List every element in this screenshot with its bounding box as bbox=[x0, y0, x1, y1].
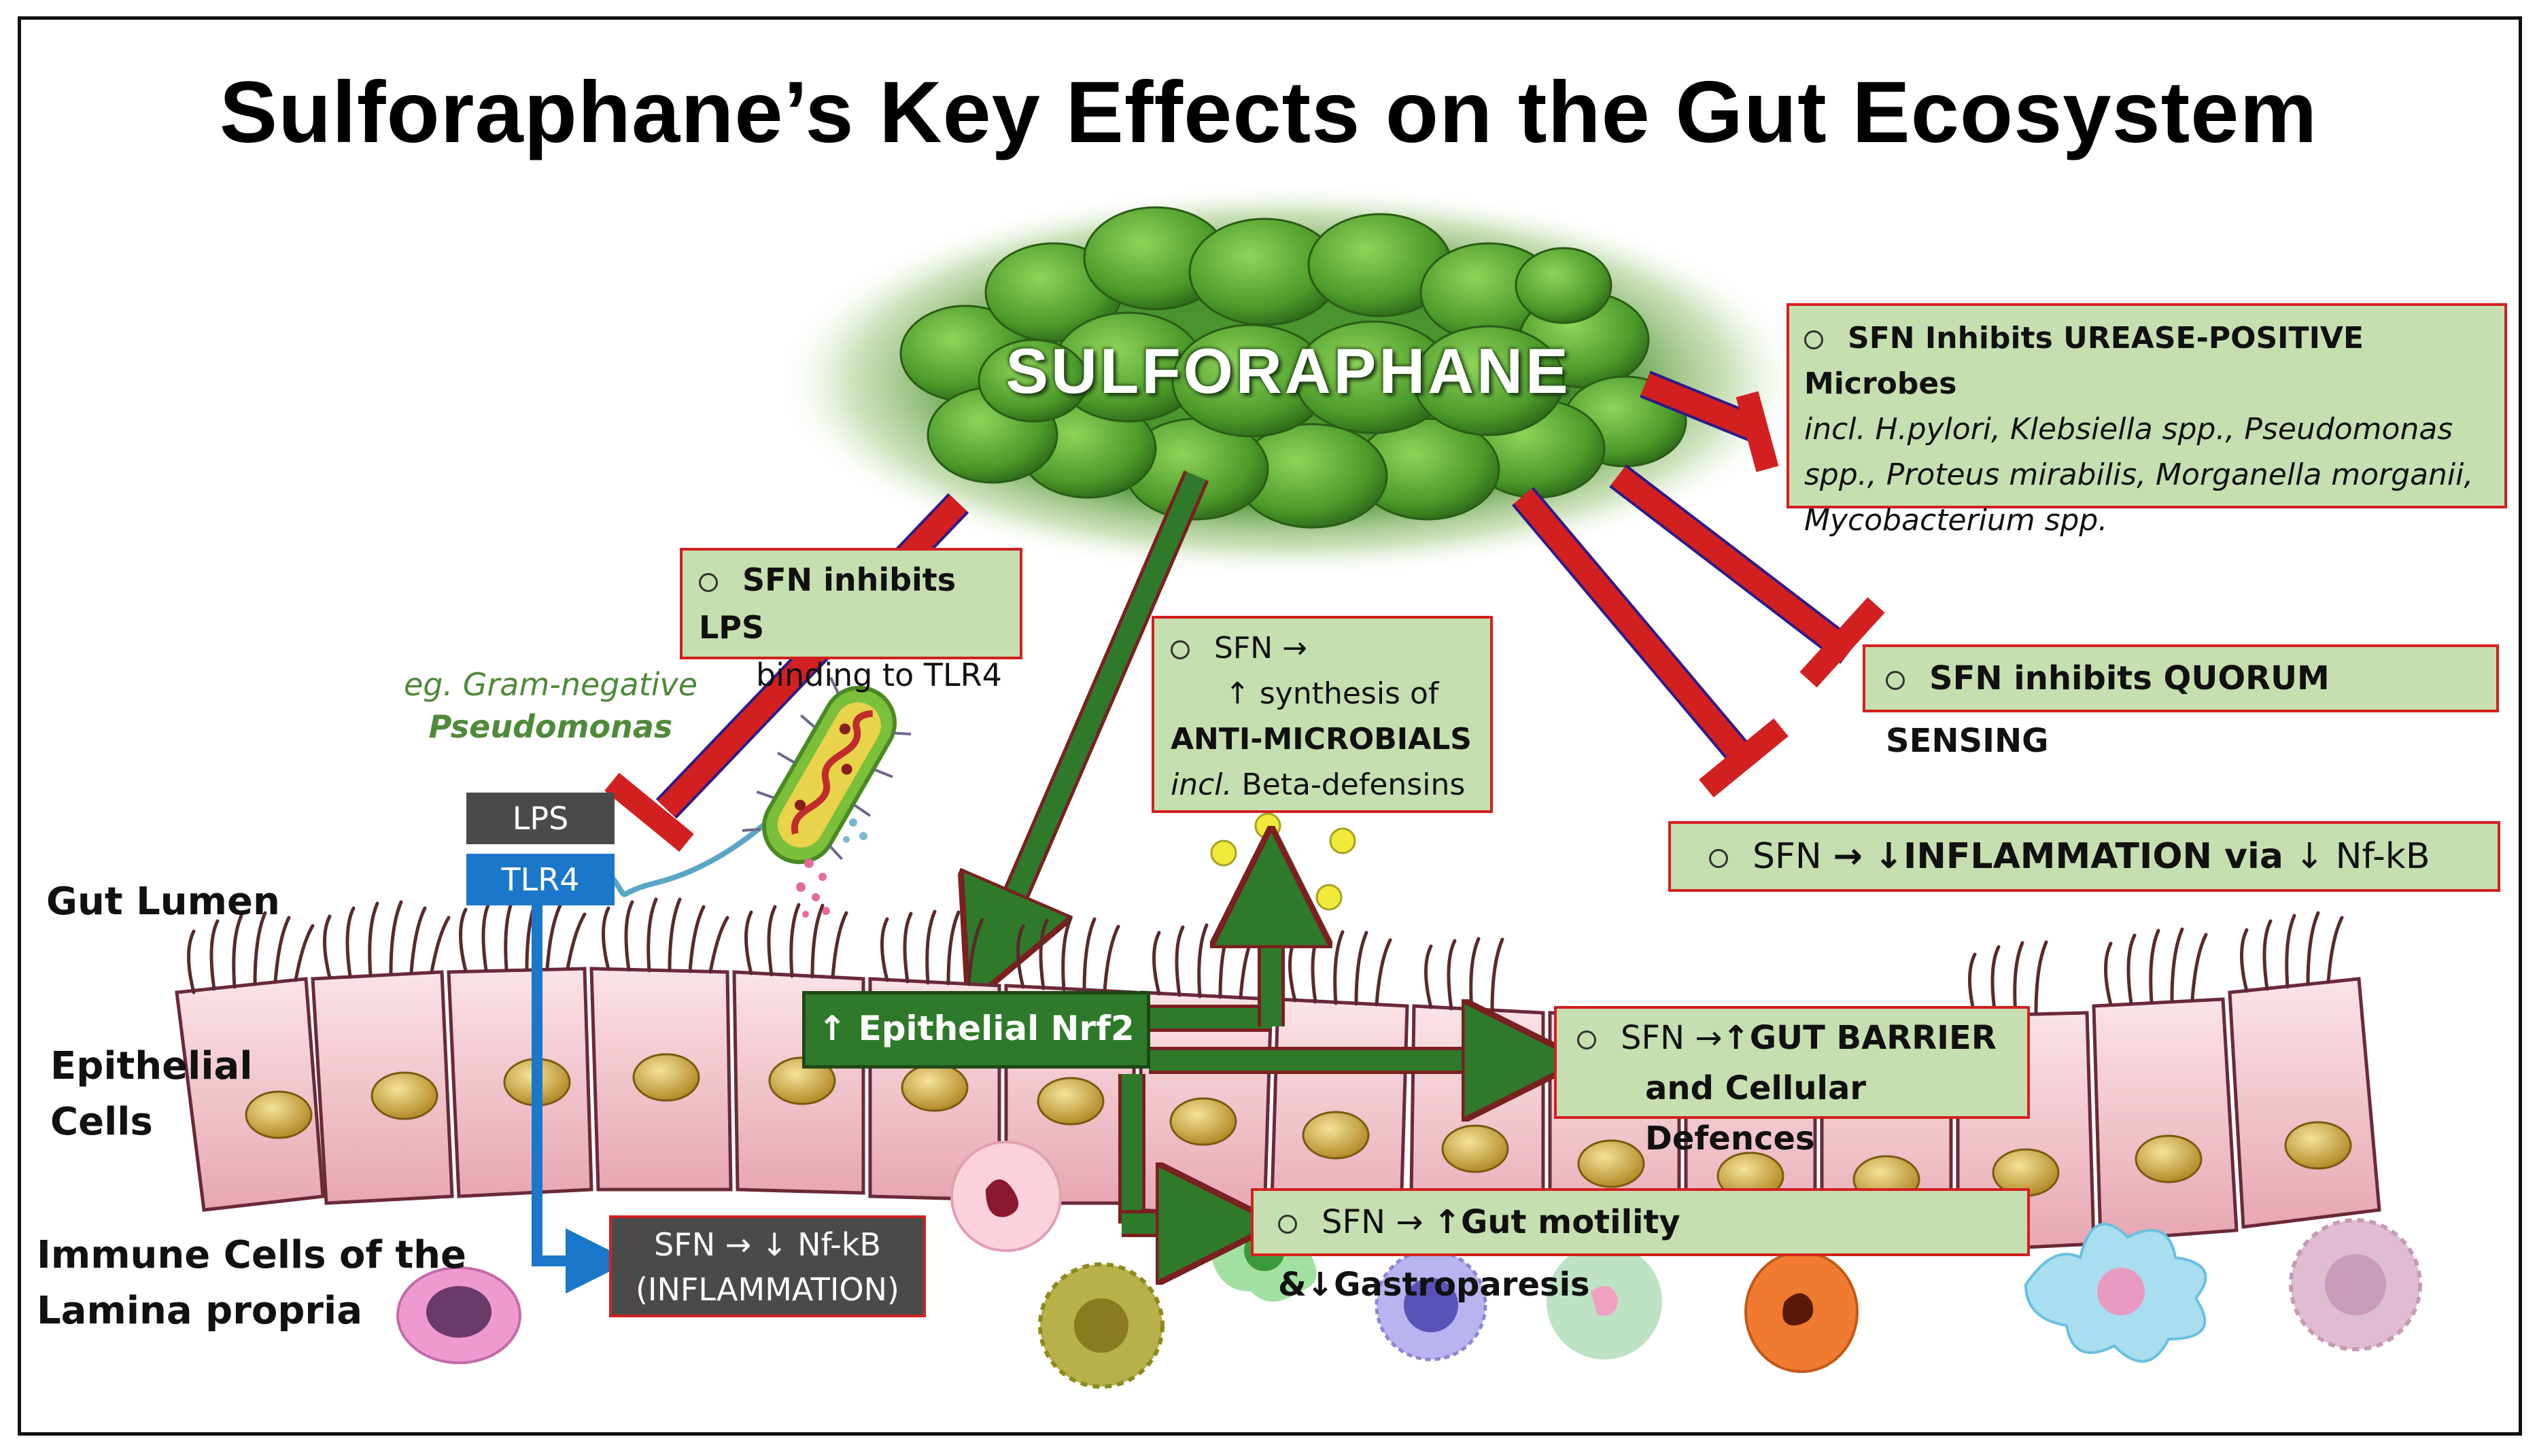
inflammation-prefix: SFN bbox=[1753, 836, 1822, 877]
activate-nrf2-arrow bbox=[993, 470, 1209, 948]
epithelial-line-2: Cells bbox=[50, 1100, 153, 1144]
lps-line-1: SFN inhibits LPS bbox=[699, 561, 956, 646]
motility-prefix: SFN → bbox=[1322, 1203, 1423, 1241]
bullet-icon bbox=[699, 572, 718, 592]
sulforaphane-label: SULFORAPHANE bbox=[1005, 335, 1571, 406]
quorum-effect-box: SFN inhibits QUORUM SENSING bbox=[1863, 644, 2499, 760]
inhibit-urease-arrow bbox=[1640, 370, 1779, 472]
nfkb-immune-box: SFN → ↓ Nf-kB (INFLAMMATION) bbox=[609, 1215, 926, 1317]
urease-heading: SFN Inhibits UREASE-POSITIVE Microbes bbox=[1804, 321, 2364, 401]
bullet-icon bbox=[1886, 671, 1905, 690]
gut-barrier-prefix: SFN → bbox=[1621, 1019, 1723, 1057]
motility-bold: ↑Gut motility &↓Gastroparesis bbox=[1278, 1203, 1680, 1304]
page-title: Sulforaphane’s Key Effects on the Gut Ec… bbox=[219, 64, 2318, 161]
inflammation-effect-box: SFN → ↓INFLAMMATION via ↓ Nf-kB bbox=[1668, 821, 2500, 892]
antimicrobial-line-1: SFN → bbox=[1214, 631, 1308, 665]
bullet-icon bbox=[1804, 330, 1823, 349]
gut-barrier-effect-box: SFN →↑GUT BARRIER and Cellular Defences bbox=[1554, 1006, 2030, 1158]
bullet-icon bbox=[1709, 849, 1728, 868]
gut-barrier-line-2: and Cellular Defences bbox=[1645, 1069, 1867, 1158]
urease-line-2: spp., Proteus mirabilis, Morganella morg… bbox=[1804, 457, 2474, 492]
bacteria-label: eg. Gram-negative Pseudomonas bbox=[381, 663, 721, 748]
tlr4-label: TLR4 bbox=[466, 854, 615, 905]
sprouts-image bbox=[775, 184, 1808, 578]
immune-line-2: Lamina propria bbox=[37, 1289, 363, 1333]
nfkb-line-2: (INFLAMMATION) bbox=[635, 1271, 900, 1308]
immune-line-1: Immune Cells of the bbox=[37, 1233, 466, 1277]
inhibit-inflammation-arrow bbox=[1511, 487, 1789, 798]
urease-effect-box: SFN Inhibits UREASE-POSITIVE Microbes in… bbox=[1787, 303, 2507, 538]
figure-frame bbox=[18, 16, 2522, 1436]
antimicrobial-effect-box: SFN → ↑ synthesis of ANTI-MICROBIALS inc… bbox=[1152, 616, 1493, 813]
nrf2-box: ↑ Epithelial Nrf2 bbox=[802, 991, 1150, 1069]
bullet-icon bbox=[1171, 640, 1190, 659]
urease-line-1: incl. H.pylori, Klebsiella spp., Pseudom… bbox=[1804, 412, 2453, 447]
quorum-text: SFN inhibits QUORUM SENSING bbox=[1886, 659, 2330, 760]
nfkb-line-1: SFN → ↓ Nf-kB bbox=[654, 1226, 881, 1263]
urease-line-3: Mycobacterium spp. bbox=[1804, 503, 2108, 538]
inflammation-arrow-icon: → bbox=[1833, 836, 1863, 877]
nrf2-output-arrows bbox=[1118, 887, 1523, 1224]
antimicrobial-line-2: ↑ synthesis of bbox=[1225, 676, 1439, 711]
bacterium-icon bbox=[609, 676, 912, 918]
antimicrobial-line-4: Beta-defensins bbox=[1241, 767, 1466, 802]
bullet-icon bbox=[1577, 1030, 1596, 1050]
antimicrobial-incl: incl. bbox=[1171, 767, 1232, 802]
immune-label: Immune Cells of the Lamina propria bbox=[37, 1228, 466, 1339]
tlr4-signal-arrow bbox=[532, 901, 631, 1294]
motility-effect-box: SFN → ↑Gut motility &↓Gastroparesis bbox=[1251, 1188, 2030, 1304]
bullet-icon bbox=[1278, 1215, 1297, 1234]
lps-label: LPS bbox=[466, 793, 615, 844]
bacteria-line-1: eg. Gram-negative bbox=[403, 666, 698, 703]
epithelial-label: Epithelial Cells bbox=[50, 1039, 253, 1150]
lps-effect-box: SFN inhibits LPS binding to TLR4 bbox=[680, 548, 1022, 693]
inflammation-suffix: ↓ Nf-kB bbox=[2294, 836, 2430, 877]
inflammation-main: ↓INFLAMMATION via bbox=[1874, 836, 2283, 877]
gut-barrier-bold: ↑GUT BARRIER bbox=[1722, 1019, 1997, 1057]
lps-line-2: binding to TLR4 bbox=[756, 657, 1002, 693]
bacteria-line-2: Pseudomonas bbox=[428, 708, 673, 745]
inhibit-quorum-arrow bbox=[1609, 464, 1885, 688]
epithelial-line-1: Epithelial bbox=[50, 1044, 253, 1088]
gut-lumen-label: Gut Lumen bbox=[46, 880, 280, 924]
antimicrobial-line-3: ANTI-MICROBIALS bbox=[1171, 722, 1472, 757]
